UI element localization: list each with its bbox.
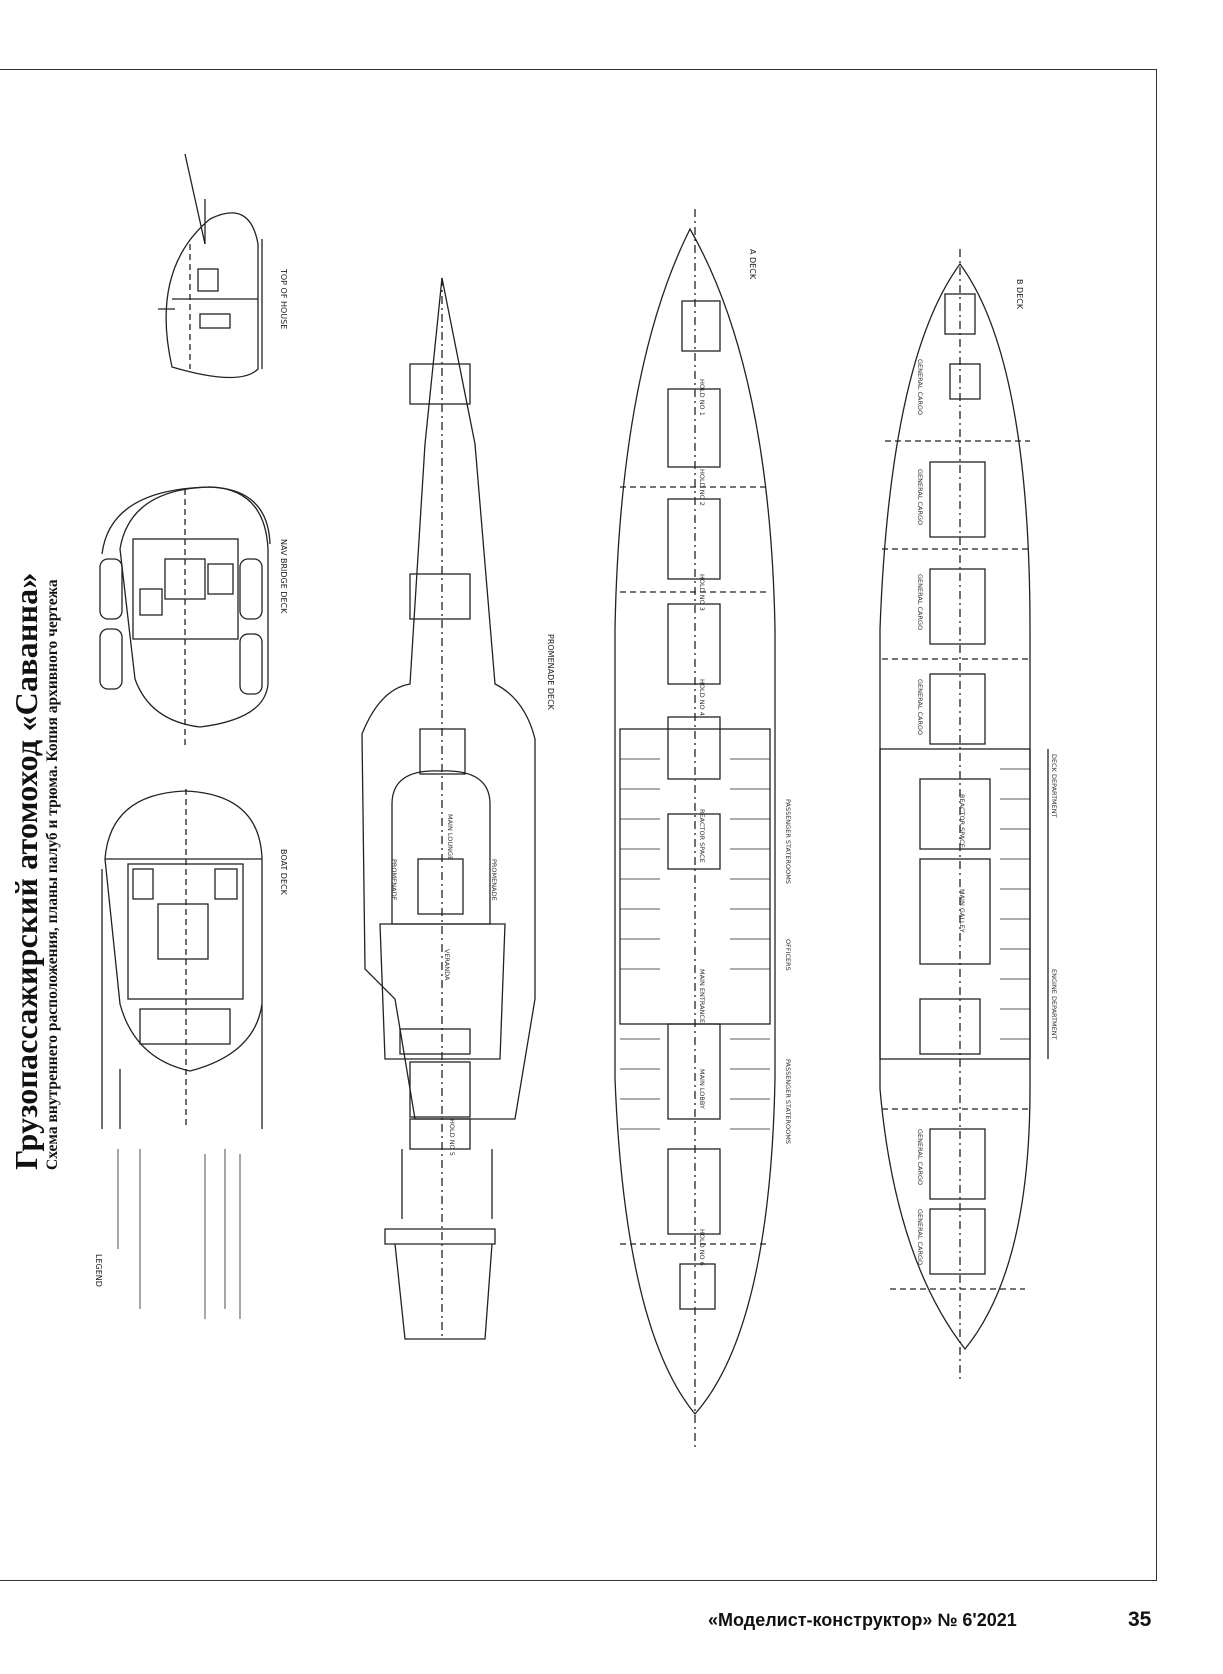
general-cargo-5: GENERAL CARGO [916, 1129, 924, 1185]
legend-title: LEGEND [94, 1254, 103, 1287]
promenade-deck-plan [361, 277, 536, 1340]
hold-no-3-label: HOLD NO 3 [698, 574, 706, 611]
page-frame [0, 69, 1157, 1581]
hold-no-1-label: HOLD NO 1 [698, 379, 706, 416]
veranda-label: VERANDA [443, 949, 451, 981]
general-cargo-6: GENERAL CARGO [916, 1209, 924, 1265]
page-number: 35 [1128, 1608, 1152, 1631]
general-cargo-1: GENERAL CARGO [916, 359, 924, 415]
hold-no-6-label: HOLD NO 6 [698, 1229, 706, 1266]
footer-journal-name: «Моделист-конструктор» № 6'2021 [708, 1610, 1017, 1630]
a-deck-label: A DECK [748, 249, 757, 280]
hold-no-5-label: HOLD NO 5 [448, 1119, 456, 1156]
boat-deck-label: BOAT DECK [279, 849, 288, 896]
main-entrance-label: MAIN ENTRANCE [698, 969, 706, 1023]
b-deck-label: B DECK [1015, 279, 1024, 310]
deck-department-label: DECK DEPARTMENT [1050, 754, 1058, 818]
top-of-house-plan [158, 153, 263, 379]
engine-department-label: ENGINE DEPARTMENT [1050, 969, 1058, 1040]
promenade-word-starboard: PROMENADE [490, 859, 498, 901]
general-cargo-4: GENERAL CARGO [916, 679, 924, 735]
reactor-space-label-b: REACTOR SPACE [958, 794, 966, 848]
promenade-word-port: PROMENADE [390, 859, 398, 901]
reactor-space-label-a: REACTOR SPACE [698, 809, 706, 863]
title-block: Грузопассажирский атомоход «Саванна» Схе… [8, 450, 62, 1170]
b-deck-plan [879, 249, 1049, 1379]
main-lounge-label: MAIN LOUNGE [446, 814, 454, 860]
page-subtitle: Схема внутреннего расположения, планы па… [44, 579, 61, 1170]
top-of-house-label: TOP OF HOUSE [279, 268, 288, 329]
main-lobby-label: MAIN LOBBY [698, 1069, 706, 1109]
general-cargo-3: GENERAL CARGO [916, 574, 924, 630]
hold-no-2-label: HOLD NO 2 [698, 469, 706, 506]
officers-label: OFFICERS [784, 939, 792, 971]
legend-block [117, 1149, 241, 1319]
general-cargo-2: GENERAL CARGO [916, 469, 924, 525]
promenade-deck-label: PROMENADE DECK [546, 634, 555, 711]
nav-bridge-deck-plan [99, 486, 271, 749]
passenger-staterooms-label-2: PASSENGER STATEROOMS [784, 1059, 792, 1144]
hold-no-4-label: HOLD NO 4 [698, 679, 706, 716]
a-deck-plan [614, 209, 776, 1449]
nav-bridge-label: NAV BRIDGE DECK [279, 539, 288, 614]
main-galley-label: MAIN GALLEY [958, 889, 966, 933]
deck-plans-drawing: TOP OF HOUSE NAV BRIDGE DECK [94, 153, 1058, 1449]
passenger-staterooms-label-1: PASSENGER STATEROOMS [784, 799, 792, 884]
boat-deck-plan [101, 789, 263, 1129]
page-title: Грузопассажирский атомоход «Саванна» [8, 572, 44, 1170]
